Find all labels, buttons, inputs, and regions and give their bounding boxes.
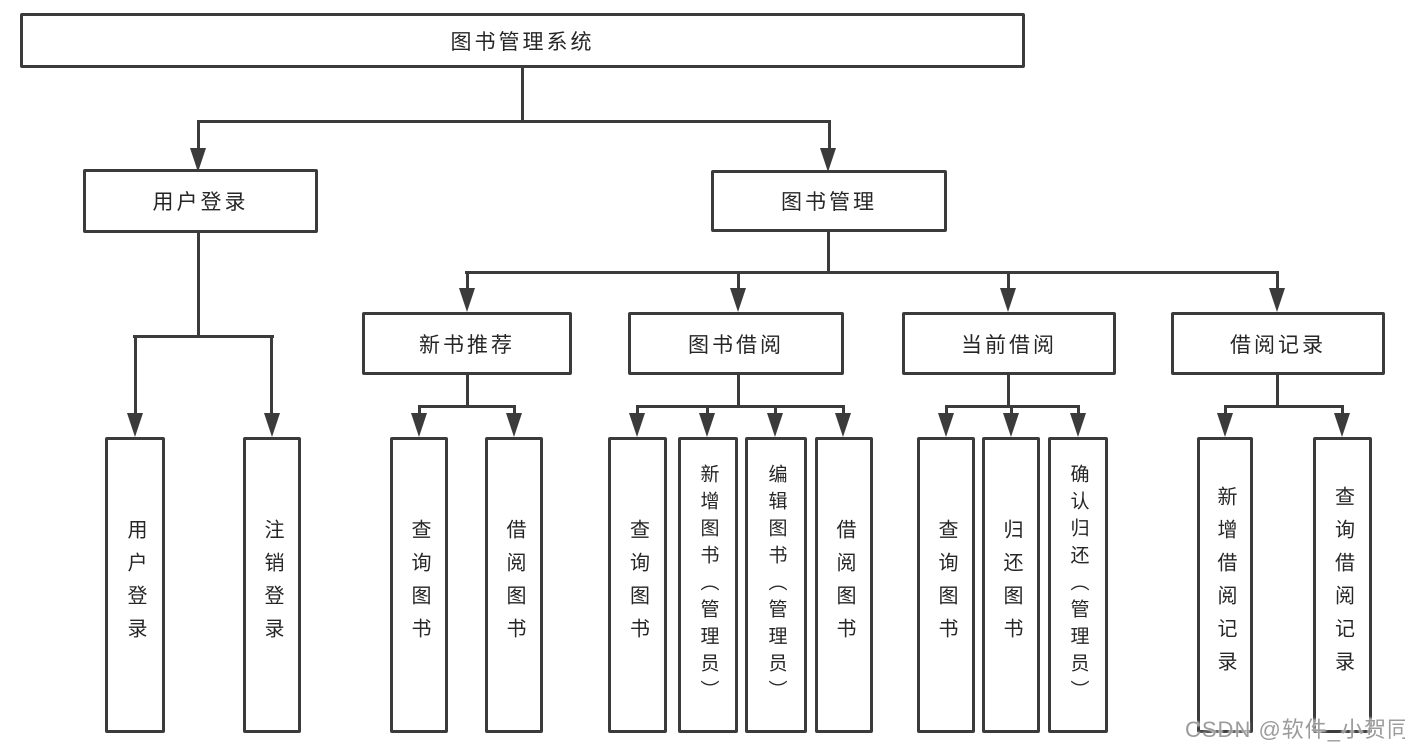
leaf-bb-add-books-admin: 新增图书（管理员）: [678, 437, 738, 733]
node-label: 图书管理: [781, 191, 877, 214]
node-label: 图书管理系统: [450, 30, 595, 54]
node-label: 注销登录: [261, 519, 283, 651]
node-label: 新增图书（管理员）: [697, 463, 719, 707]
arrow-down-icon: [699, 413, 715, 437]
node-label: 借阅图书: [833, 519, 855, 651]
node-user-login: 用户登录: [83, 169, 318, 233]
node-current-borrowing: 当前借阅: [902, 312, 1116, 375]
edge-to-br-query-record: [1341, 405, 1344, 415]
arrow-down-icon: [190, 148, 206, 172]
arrow-down-icon: [1269, 288, 1285, 312]
edge-book-management-span: [465, 271, 1278, 274]
node-label: 查询图书: [408, 519, 430, 651]
arrow-down-icon: [264, 413, 280, 437]
edge-to-leaf-logout: [270, 335, 273, 418]
node-new-book-recommendation: 新书推荐: [362, 312, 572, 375]
edge-root-span: [197, 120, 831, 123]
arrow-down-icon: [506, 413, 522, 437]
edge-book-management-trunk: [827, 232, 830, 273]
edge-to-borrowing-records: [1276, 271, 1279, 291]
edge-nbr-trunk: [466, 375, 469, 407]
edge-to-new-book-recommendation: [466, 271, 469, 291]
edge-root-to-book-management: [828, 120, 831, 152]
node-label: 借阅图书: [503, 519, 525, 651]
node-label: 查询图书: [935, 519, 957, 651]
node-book-borrowing: 图书借阅: [628, 312, 844, 375]
node-label: 查询借阅记录: [1331, 486, 1354, 684]
edge-bb-trunk: [737, 375, 740, 407]
arrow-down-icon: [629, 413, 645, 437]
edge-cb-trunk: [1007, 375, 1010, 407]
leaf-nbr-query-books: 查询图书: [390, 437, 448, 733]
leaf-bb-edit-books-admin: 编辑图书（管理员）: [745, 437, 807, 733]
arrow-down-icon: [411, 413, 427, 437]
leaf-cb-query-books: 查询图书: [917, 437, 975, 733]
arrow-down-icon: [820, 148, 836, 172]
leaf-nbr-borrow-books: 借阅图书: [485, 437, 543, 733]
leaf-user-login: 用户登录: [105, 437, 165, 733]
leaf-bb-borrow-books: 借阅图书: [815, 437, 873, 733]
watermark: CSDN @软件_小贺同学: [1185, 717, 1405, 742]
node-label: 用户登录: [152, 191, 249, 214]
node-label: 用户登录: [124, 519, 146, 651]
arrow-down-icon: [459, 288, 475, 312]
edge-to-book-borrowing: [737, 271, 740, 291]
arrow-down-icon: [1000, 288, 1016, 312]
edge-nbr-span: [418, 405, 516, 408]
arrow-down-icon: [1070, 413, 1086, 437]
arrow-down-icon: [1334, 413, 1350, 437]
leaf-bb-query-books: 查询图书: [608, 437, 667, 733]
leaf-cb-return-books: 归还图书: [982, 437, 1040, 733]
node-library-system: 图书管理系统: [20, 13, 1025, 68]
edge-to-cb-return-books: [1010, 405, 1013, 415]
edge-root-trunk: [521, 68, 524, 122]
node-label: 借阅记录: [1230, 333, 1326, 357]
node-book-management: 图书管理: [711, 170, 947, 232]
node-label: 新书推荐: [419, 333, 515, 357]
edge-user-login-trunk: [197, 232, 200, 336]
arrow-down-icon: [127, 413, 143, 437]
arrow-down-icon: [730, 288, 746, 312]
edge-to-cb-query-books: [945, 405, 948, 415]
edge-root-to-user-login: [197, 120, 200, 152]
edge-to-bb-edit-books: [774, 405, 777, 415]
edge-user-login-span: [133, 335, 274, 338]
leaf-br-add-borrow-record: 新增借阅记录: [1197, 437, 1253, 733]
edge-br-span: [1224, 405, 1343, 408]
arrow-down-icon: [938, 413, 954, 437]
node-label: 确认归还（管理员）: [1067, 463, 1089, 707]
node-label: 新增借阅记录: [1214, 486, 1236, 684]
node-label: 编辑图书（管理员）: [765, 463, 787, 707]
edge-to-bb-borrow-books: [842, 405, 845, 415]
edge-to-nbr-borrow-books: [513, 405, 516, 415]
edge-to-bb-query-books: [636, 405, 639, 415]
node-label: 归还图书: [1000, 519, 1022, 651]
edge-to-current-borrowing: [1007, 271, 1010, 291]
node-label: 图书借阅: [688, 333, 784, 357]
edge-to-nbr-query-books: [418, 405, 421, 415]
node-label: 当前借阅: [961, 333, 1057, 357]
edge-bb-span: [636, 405, 844, 408]
arrow-down-icon: [1217, 413, 1233, 437]
edge-to-cb-confirm-return: [1077, 405, 1080, 415]
leaf-logout-login: 注销登录: [243, 437, 301, 733]
edge-to-leaf-user-login: [134, 335, 137, 418]
leaf-cb-confirm-return-admin: 确认归还（管理员）: [1048, 437, 1108, 733]
leaf-br-query-borrow-record: 查询借阅记录: [1313, 437, 1372, 733]
edge-br-trunk: [1276, 375, 1279, 407]
edge-to-br-add-record: [1224, 405, 1227, 415]
node-borrowing-records: 借阅记录: [1171, 312, 1385, 375]
edge-to-bb-add-books: [706, 405, 709, 415]
arrow-down-icon: [1003, 413, 1019, 437]
arrow-down-icon: [767, 413, 783, 437]
arrow-down-icon: [835, 413, 851, 437]
node-label: 查询图书: [626, 519, 649, 651]
